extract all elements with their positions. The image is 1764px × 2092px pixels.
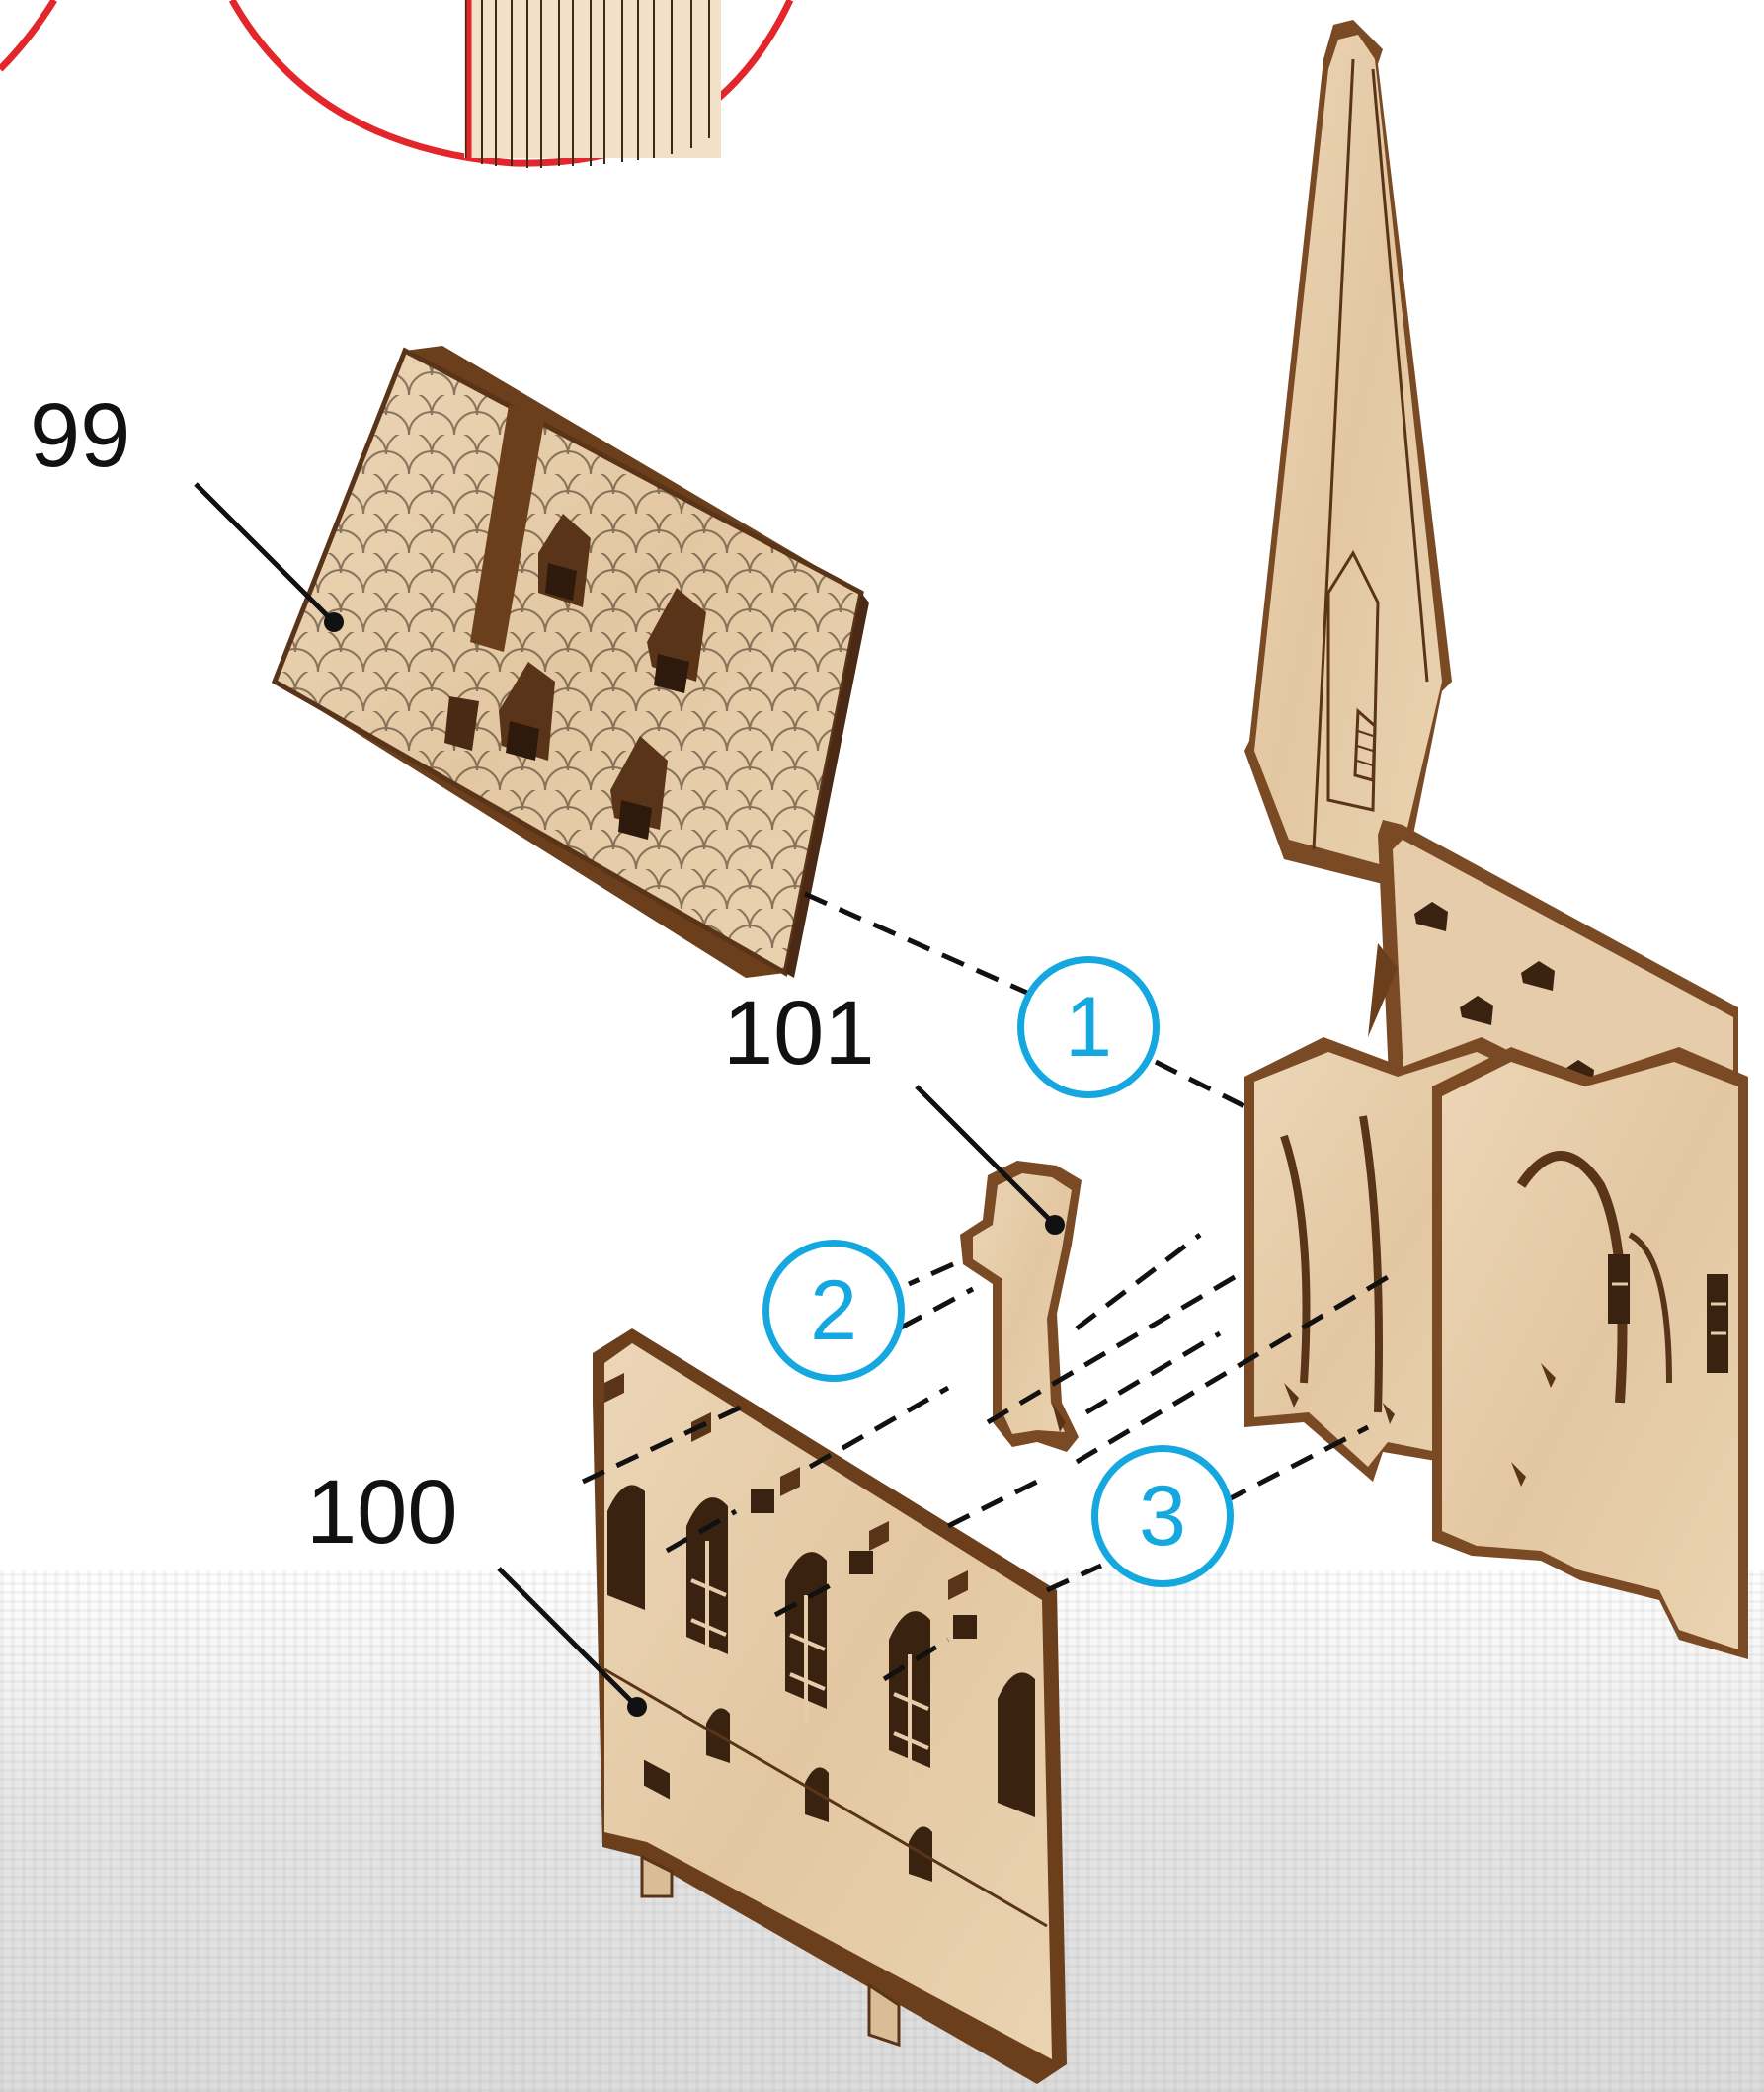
step-2-marker: 2 <box>762 1240 905 1382</box>
buttress-piece <box>960 1161 1082 1452</box>
part-label-buttress: 101 <box>723 988 875 1079</box>
roof-panel <box>275 346 869 978</box>
detail-magnifier <box>0 0 790 168</box>
detail-plank-slats <box>464 0 721 168</box>
church-structure <box>1244 20 1748 1659</box>
part-label-roof: 99 <box>30 390 130 481</box>
part-label-wall: 100 <box>306 1467 458 1558</box>
step-1-marker: 1 <box>1017 956 1160 1098</box>
step-3-marker: 3 <box>1091 1445 1234 1587</box>
